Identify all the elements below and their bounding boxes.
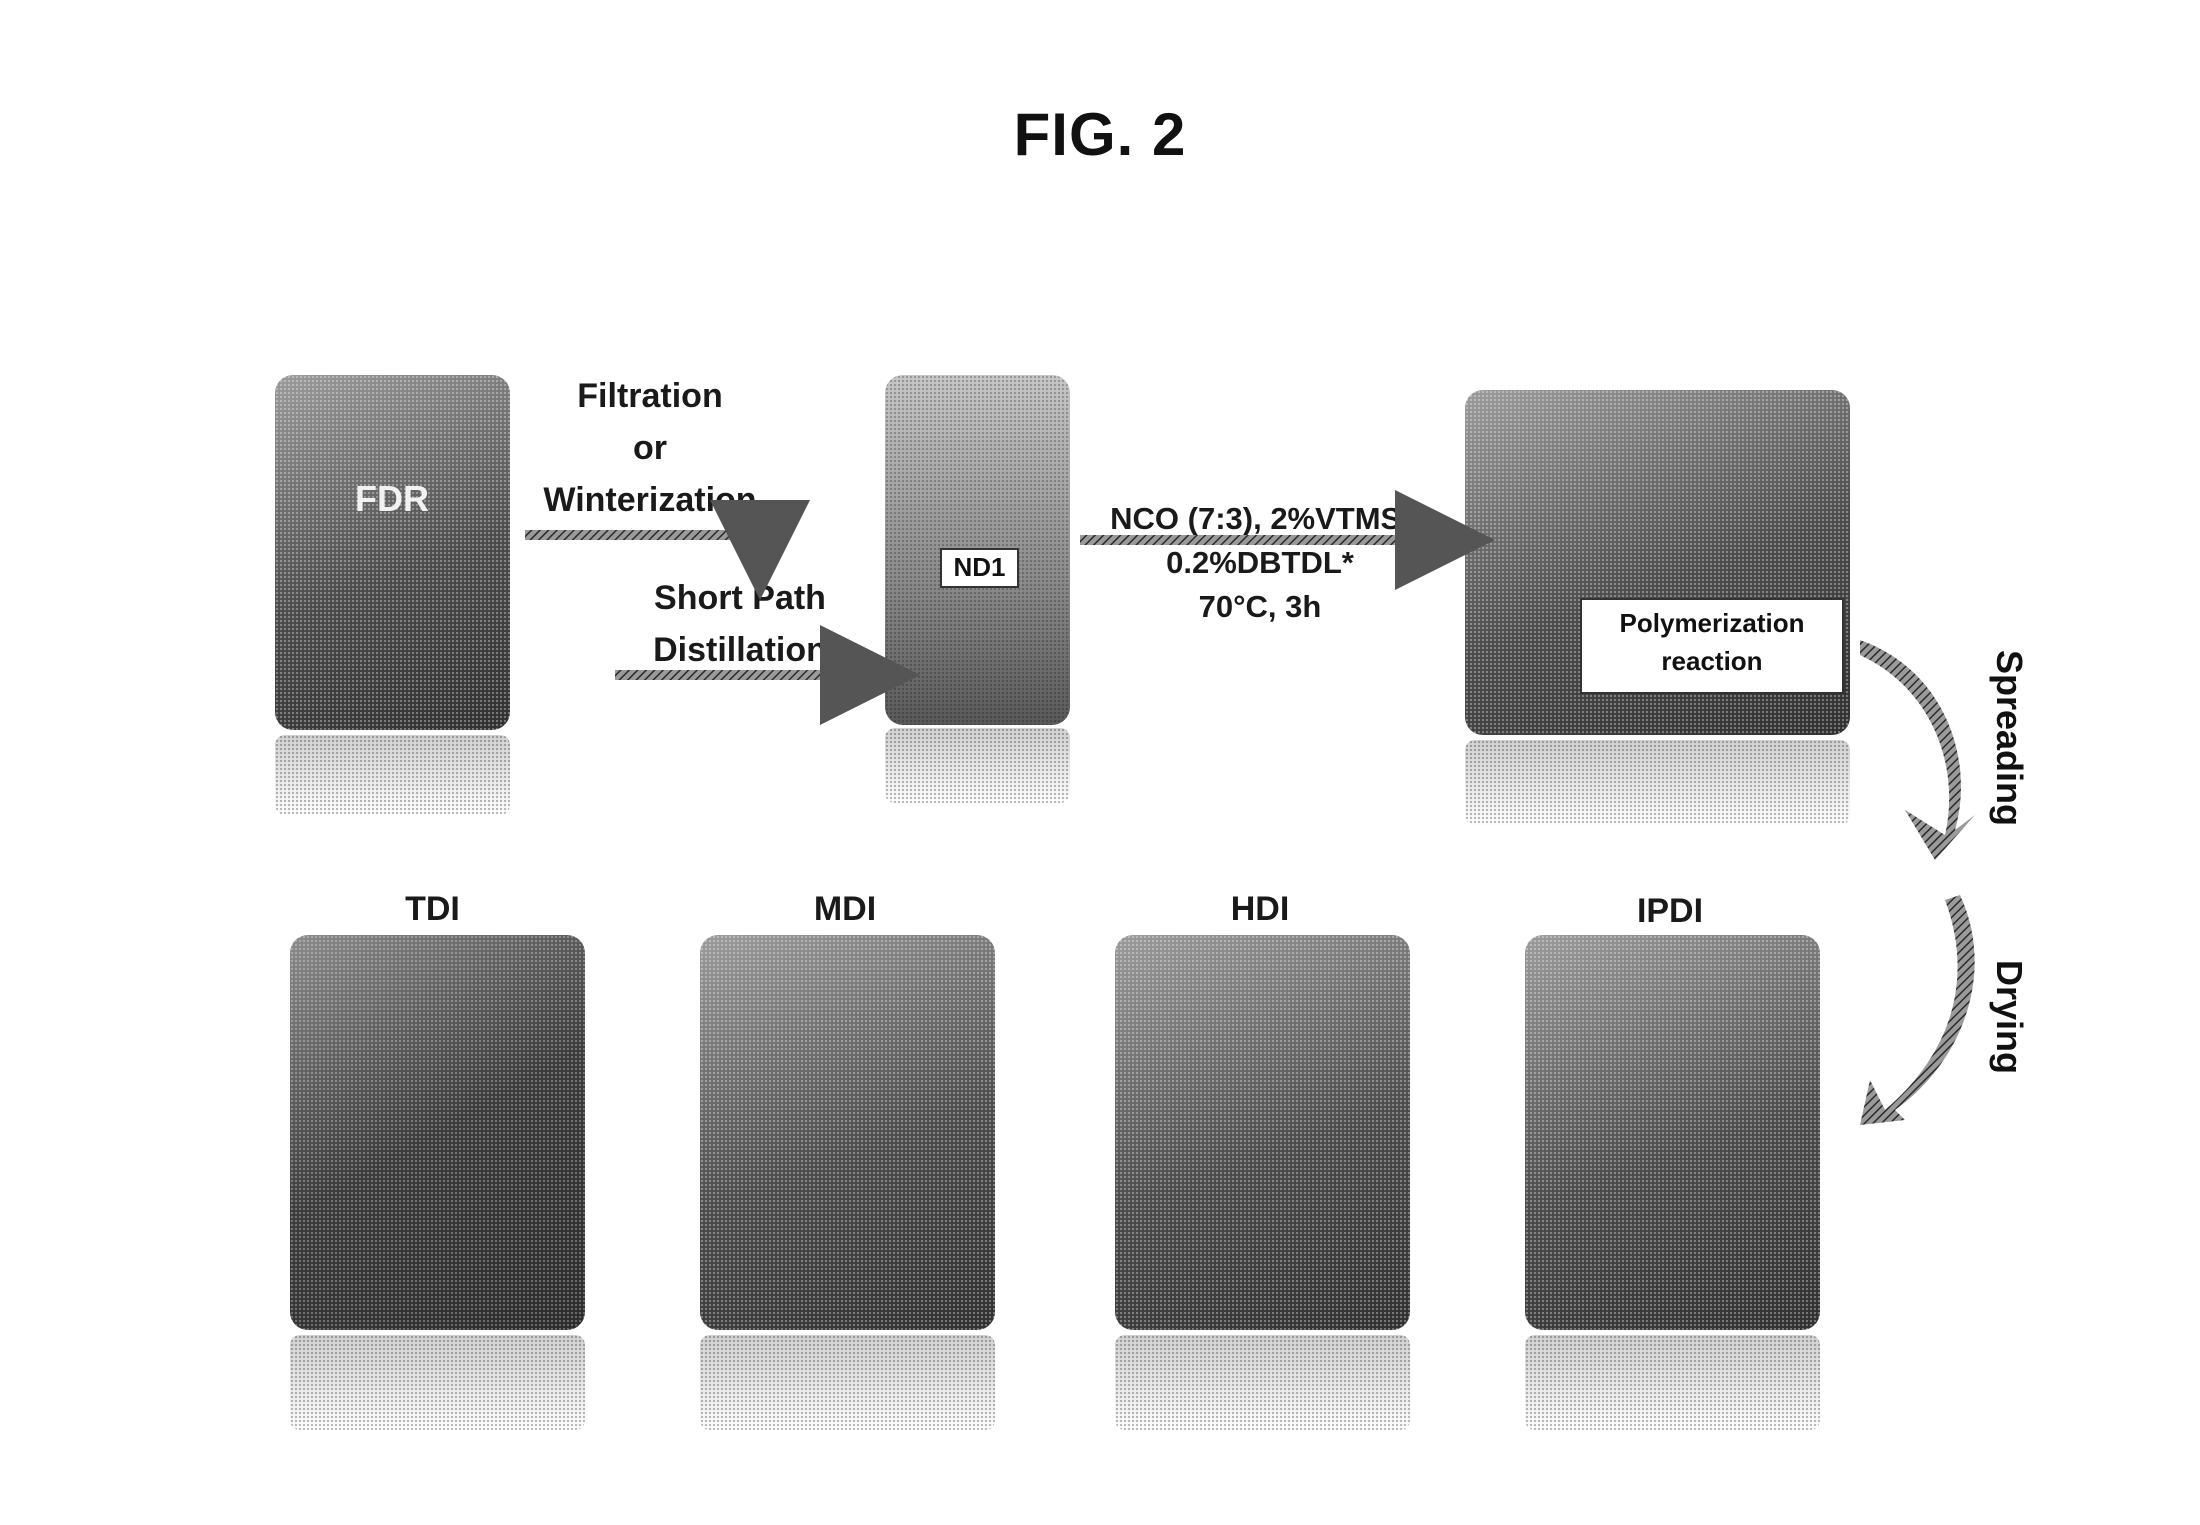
fdr-photo-reflection [275,735,510,815]
hdi-label: HDI [1230,890,1290,928]
step1-line2: or [633,429,667,467]
polymerization-photo-reflection [1465,740,1850,825]
filtration-arrow [525,500,810,600]
drying-arrow [1860,895,1975,1125]
polymerization-label-line2: reaction [1661,646,1763,676]
nd1-label: ND1 [940,548,1019,588]
polymerization-label: Polymerization reaction [1580,598,1844,694]
spreading-arrow [1860,640,1975,860]
fdr-label: FDR [355,478,429,519]
polymerization-label-line1: Polymerization [1619,608,1805,638]
ipdi-photo-reflection [1525,1335,1820,1430]
tdi-photo [290,935,585,1330]
tdi-label: TDI [405,890,460,928]
step2-line2: Distillation [653,631,827,669]
ipdi-label: IPDI [1636,892,1704,930]
nd1-photo-reflection [885,728,1070,803]
step3-line1: NCO (7:3), 2%VTMS, [1110,501,1410,536]
tdi-photo-reflection [290,1335,585,1430]
drying-label: Drying [1989,960,2030,1075]
step3-text: NCO (7:3), 2%VTMS, 0.2%DBTDL* 70°C, 3h [1075,497,1445,629]
hdi-photo-reflection [1115,1335,1410,1430]
mdi-photo-reflection [700,1335,995,1430]
figure-title: FIG. 2 [1013,101,1187,168]
mdi-photo [700,935,995,1330]
fdr-photo [275,375,510,730]
spreading-label: Spreading [1989,650,2030,827]
step3-line2: 0.2%DBTDL* [1166,545,1354,580]
step3-line3: 70°C, 3h [1198,589,1322,624]
hdi-photo [1115,935,1410,1330]
ipdi-photo [1525,935,1820,1330]
step1-line1: Filtration [577,377,723,415]
mdi-label: MDI [813,890,877,928]
